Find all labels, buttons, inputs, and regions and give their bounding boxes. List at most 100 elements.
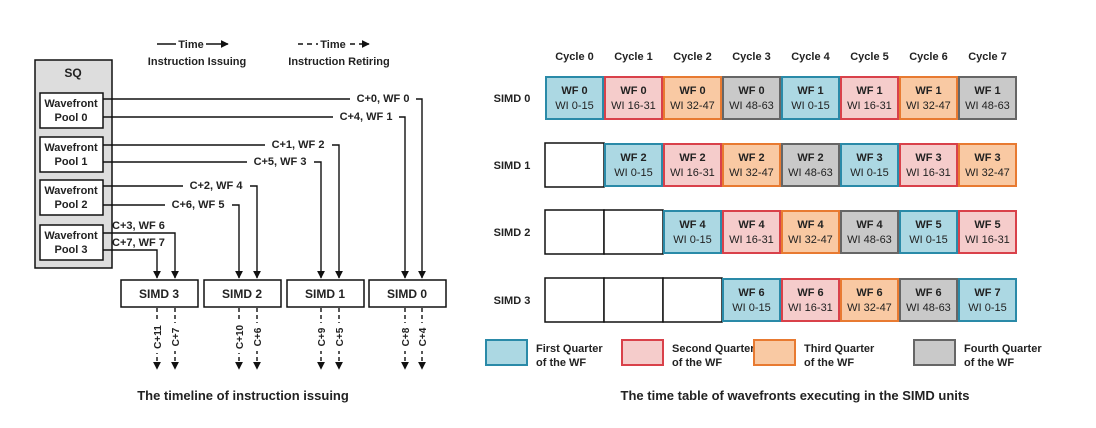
- schedule-cell: [663, 143, 722, 187]
- cell-wi-label: WI 0-15: [732, 302, 771, 314]
- issue-arrow-c4: [103, 116, 409, 279]
- schedule-cell: [545, 76, 604, 120]
- schedule-cell: [604, 143, 663, 187]
- schedule-cell: [958, 143, 1017, 187]
- cell-wf-label: WF 5: [974, 219, 1000, 231]
- retire-label-s1a: C+9: [317, 327, 328, 346]
- simd-2-box: [203, 279, 282, 308]
- cycle-header-5: Cycle 5: [850, 51, 889, 63]
- empty-cell: [544, 142, 605, 188]
- pool-3-line2: Pool 3: [54, 244, 87, 256]
- issue-arrow-c5: [103, 161, 325, 279]
- cycle-header-3: Cycle 3: [732, 51, 771, 63]
- cell-wf-label: WF 0: [620, 85, 646, 97]
- cell-wi-label: WI 32-47: [906, 100, 951, 112]
- cell-wi-label: WI 32-47: [788, 234, 833, 246]
- retiring-label: Instruction Retiring: [288, 56, 389, 68]
- retire-label-s3b: C+7: [171, 327, 182, 346]
- right-caption: The time table of wavefronts executing i…: [621, 388, 970, 403]
- sq-label: SQ: [64, 66, 81, 80]
- retire-label-s0b: C+4: [418, 327, 429, 346]
- cell-wi-label: WI 0-15: [614, 167, 653, 179]
- issue-label-c6: C+6, WF 5: [172, 199, 225, 211]
- cell-wf-label: WF 0: [679, 85, 705, 97]
- cell-wf-label: WF 3: [915, 152, 941, 164]
- cell-wf-label: WF 6: [856, 287, 882, 299]
- cell-wi-label: WI 48-63: [965, 100, 1010, 112]
- schedule-cell: [781, 210, 840, 254]
- simd-3-box: [120, 279, 199, 308]
- wavefront-pool-0: [39, 92, 104, 129]
- cycle-header-6: Cycle 6: [909, 51, 948, 63]
- issue-label-c7: C+7, WF 7: [112, 237, 165, 249]
- cycle-header-4: Cycle 4: [791, 51, 830, 63]
- empty-cell: [662, 277, 723, 323]
- cycle-header-7: Cycle 7: [968, 51, 1007, 63]
- issue-label-c1: C+1, WF 2: [272, 139, 325, 151]
- cell-wi-label: WI 48-63: [729, 100, 774, 112]
- cell-wi-label: WI 16-31: [611, 100, 656, 112]
- retire-label-s2b: C+6: [253, 327, 264, 346]
- empty-cell: [603, 209, 664, 255]
- schedule-cell: [899, 143, 958, 187]
- left-caption: The timeline of instruction issuing: [137, 388, 349, 403]
- cell-wf-label: WF 2: [797, 152, 823, 164]
- cell-wi-label: WI 32-47: [670, 100, 715, 112]
- cell-wi-label: WI 48-63: [906, 302, 951, 314]
- cell-wi-label: WI 0-15: [791, 100, 830, 112]
- cycle-header-0: Cycle 0: [555, 51, 594, 63]
- quarter-label-1-line1: Second Quarter: [672, 343, 755, 355]
- pool-1-line2: Pool 1: [54, 156, 87, 168]
- cell-wi-label: WI 0-15: [673, 234, 712, 246]
- schedule-cell: [781, 143, 840, 187]
- issue-labels: C+0, WF 0 C+4, WF 1 C+1, WF 2 C+5, WF 3 …: [112, 91, 416, 249]
- cell-wi-label: WI 0-15: [555, 100, 594, 112]
- cell-wf-label: WF 2: [620, 152, 646, 164]
- cell-wf-label: WF 2: [679, 152, 705, 164]
- issue-label-c4: C+4, WF 1: [340, 111, 393, 123]
- empty-cell: [544, 209, 605, 255]
- pool-2-line1: Wavefront: [44, 185, 98, 197]
- schedule-cell: [722, 278, 781, 322]
- pool-2-line2: Pool 2: [54, 199, 87, 211]
- schedule-cell: [958, 210, 1017, 254]
- issuing-label: Instruction Issuing: [148, 56, 246, 68]
- cell-wf-label: WF 7: [974, 287, 1000, 299]
- retire-label-s0a: C+8: [401, 327, 412, 346]
- empty-cell: [603, 277, 664, 323]
- pool-0-line1: Wavefront: [44, 98, 98, 110]
- retire-label-s3a: C+11: [153, 325, 164, 349]
- cell-wf-label: WF 6: [915, 287, 941, 299]
- wavefront-pool-1: [39, 136, 104, 173]
- cell-wf-label: WF 2: [738, 152, 764, 164]
- quarter-swatch-1: [621, 339, 664, 366]
- issue-arrow-c6: [103, 204, 243, 279]
- schedule-cell: [899, 210, 958, 254]
- wavefront-pool-3: [39, 224, 104, 261]
- cycle-header-1: Cycle 1: [614, 51, 653, 63]
- cell-wf-label: WF 1: [856, 85, 882, 97]
- schedule-cell: [604, 76, 663, 120]
- schedule-cell: [663, 76, 722, 120]
- schedule-cell: [722, 143, 781, 187]
- cell-wf-label: WF 0: [738, 85, 764, 97]
- cell-wf-label: WF 4: [738, 219, 765, 231]
- schedule-cell: [899, 76, 958, 120]
- retiring-legend: Time Instruction Retiring: [288, 39, 389, 68]
- cell-wi-label: WI 48-63: [788, 167, 833, 179]
- cell-wf-label: WF 3: [856, 152, 882, 164]
- quarter-swatch-2: [753, 339, 796, 366]
- cell-wi-label: WI 32-47: [965, 167, 1010, 179]
- schedule-cell: [722, 210, 781, 254]
- row-label-simd-2: SIMD 2: [494, 227, 531, 239]
- cell-wf-label: WF 4: [856, 219, 883, 231]
- cell-wi-label: WI 16-31: [729, 234, 774, 246]
- simd-0-label: SIMD 0: [387, 287, 427, 301]
- schedule-cell: [840, 76, 899, 120]
- cycle-headers: Cycle 0 Cycle 1 Cycle 2 Cycle 3 Cycle 4 Cycle…: [555, 51, 1007, 63]
- cycle-header-2: Cycle 2: [673, 51, 712, 63]
- cell-wf-label: WF 1: [974, 85, 1000, 97]
- quarter-label-0-line1: First Quarter: [536, 343, 603, 355]
